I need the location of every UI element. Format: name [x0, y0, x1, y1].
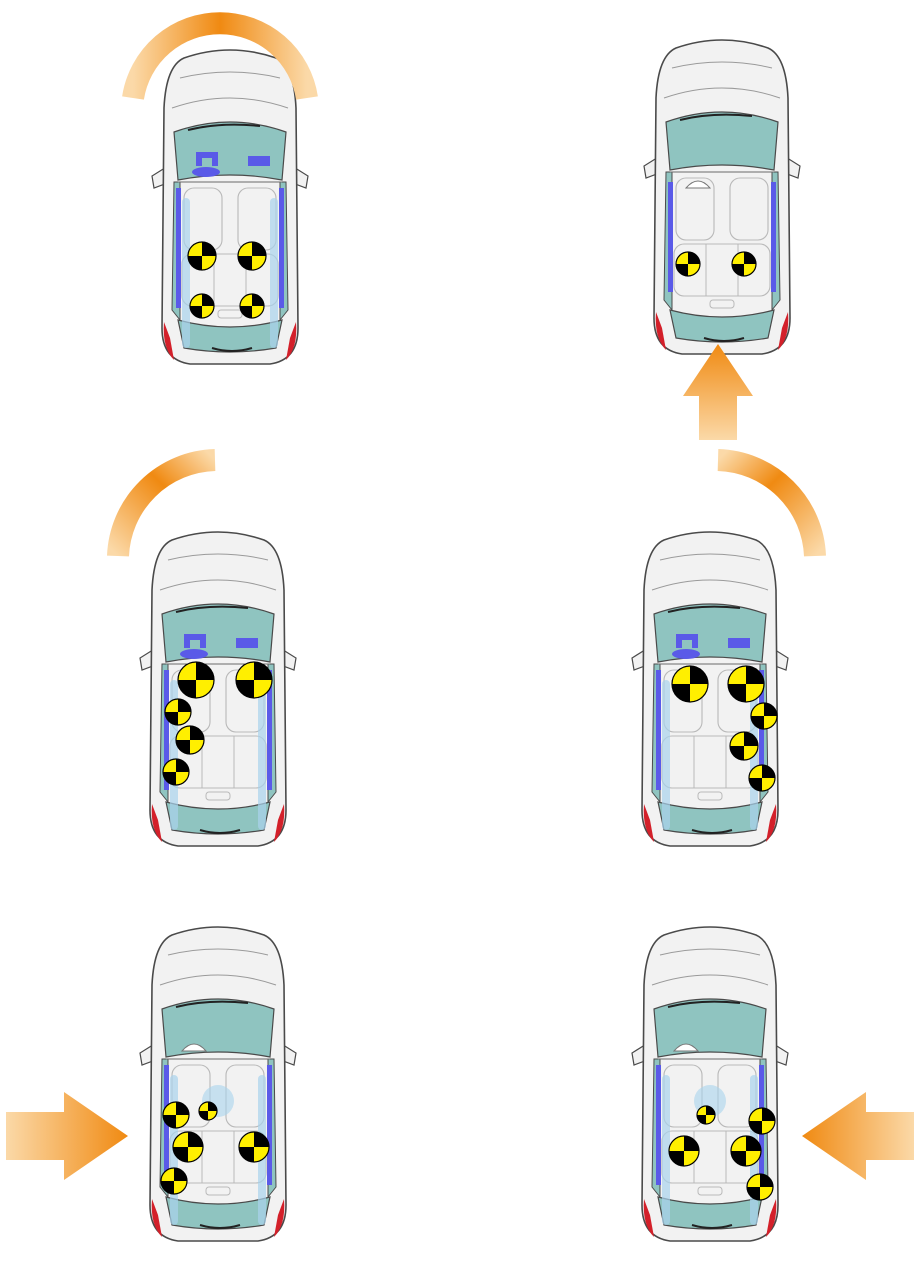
crash-test-dummy-target-icon	[199, 1102, 217, 1120]
right-curtain-airbag	[267, 1065, 272, 1185]
crash-test-dummy-target-icon	[173, 1132, 203, 1162]
windshield	[162, 604, 274, 662]
impact-arrow-up-icon	[683, 344, 753, 440]
windshield	[162, 999, 274, 1057]
windshield	[654, 999, 766, 1057]
right-side-airbag	[270, 198, 278, 348]
driver-knee-airbag	[192, 167, 220, 177]
car-body	[654, 40, 790, 354]
crash-test-dummy-target-icon	[697, 1106, 715, 1124]
impact-arrow-left-icon	[802, 1092, 914, 1180]
windshield	[174, 122, 286, 180]
crash-test-dummy-target-icon	[751, 703, 777, 729]
crash-test-dummy-target-icon	[188, 242, 216, 270]
left-curtain-airbag	[176, 188, 181, 308]
crash-test-dummy-target-icon	[728, 666, 764, 702]
crash-test-dummy-target-icon	[190, 294, 214, 318]
crash-test-dummy-target-icon	[749, 765, 775, 791]
crash-test-dummy-target-icon	[163, 759, 189, 785]
crash-test-dummy-target-icon	[730, 732, 758, 760]
right-curtain-airbag	[771, 182, 776, 292]
crash-test-dummy-target-icon	[240, 294, 264, 318]
crash-test-dummy-target-icon	[672, 666, 708, 702]
passenger-airbag	[728, 638, 750, 648]
crash-test-dummy-target-icon	[731, 1136, 761, 1166]
crash-test-dummy-target-icon	[163, 1102, 189, 1128]
left-side-airbag	[662, 680, 670, 830]
windshield	[654, 604, 766, 662]
crash-test-dummy-target-icon	[161, 1168, 187, 1194]
left-curtain-airbag	[668, 182, 673, 292]
crash-test-dummy-target-icon	[176, 726, 204, 754]
crash-test-dummy-target-icon	[236, 662, 272, 698]
car-top-view-icon	[632, 532, 788, 846]
crash-test-dummy-target-icon	[749, 1108, 775, 1134]
left-side-airbag	[182, 198, 190, 348]
right-side-airbag	[258, 680, 266, 830]
crash-test-dummy-target-icon	[178, 662, 214, 698]
impact-arrow-right-icon	[6, 1092, 128, 1180]
left-curtain-airbag	[656, 1065, 661, 1185]
windshield	[666, 112, 778, 170]
crash-test-dummy-target-icon	[238, 242, 266, 270]
passenger-airbag	[248, 156, 270, 166]
crash-test-dummy-target-icon	[747, 1174, 773, 1200]
crash-test-dummy-target-icon	[165, 699, 191, 725]
crash-test-dummy-target-icon	[676, 252, 700, 276]
crash-test-dummy-target-icon	[239, 1132, 269, 1162]
passenger-airbag	[236, 638, 258, 648]
car-top-view-icon	[644, 40, 800, 354]
driver-knee-airbag	[180, 649, 208, 659]
left-curtain-airbag	[656, 670, 661, 790]
car-top-view-icon	[152, 50, 308, 364]
car-top-view-icon	[140, 927, 296, 1241]
driver-knee-airbag	[672, 649, 700, 659]
car-top-view-icon	[632, 927, 788, 1241]
car-top-view-icon	[140, 532, 296, 846]
crash-test-dummy-target-icon	[669, 1136, 699, 1166]
right-curtain-airbag	[279, 188, 284, 308]
crash-test-dummy-target-icon	[732, 252, 756, 276]
